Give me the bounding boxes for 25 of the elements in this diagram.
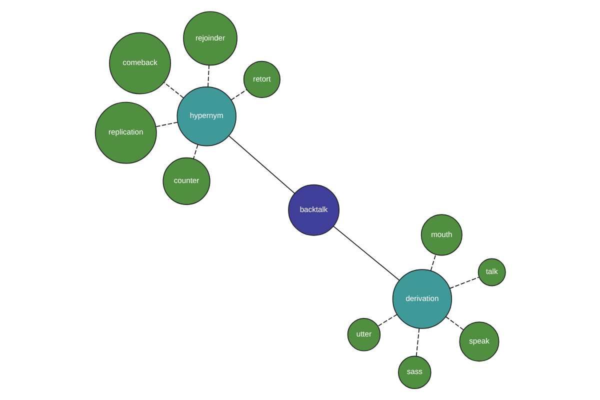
connector — [415, 328, 420, 356]
node-circle: talk — [477, 258, 506, 286]
connector — [332, 226, 400, 281]
connector — [448, 276, 479, 289]
connector — [430, 254, 436, 272]
node-circle: replication — [94, 102, 156, 164]
connector — [230, 89, 247, 100]
node-circle: backtalk — [288, 184, 339, 236]
connector — [192, 144, 198, 160]
node-circle: sass — [398, 356, 431, 390]
connector — [228, 136, 295, 194]
node-circle: mouth — [420, 214, 462, 256]
connector — [207, 64, 209, 88]
node-circle: utter — [346, 318, 380, 352]
node-circle: hypernym — [176, 86, 236, 146]
node-circle: speak — [458, 322, 499, 362]
node-circle: retort — [242, 60, 280, 98]
node-circle: rejoinder — [182, 11, 237, 66]
node-circle: comeback — [108, 32, 170, 94]
connector — [376, 314, 398, 327]
node-circle: derivation — [392, 269, 452, 329]
connector — [155, 122, 178, 128]
connector — [163, 82, 184, 98]
node-circle: counter — [162, 157, 210, 205]
connector — [444, 316, 464, 330]
